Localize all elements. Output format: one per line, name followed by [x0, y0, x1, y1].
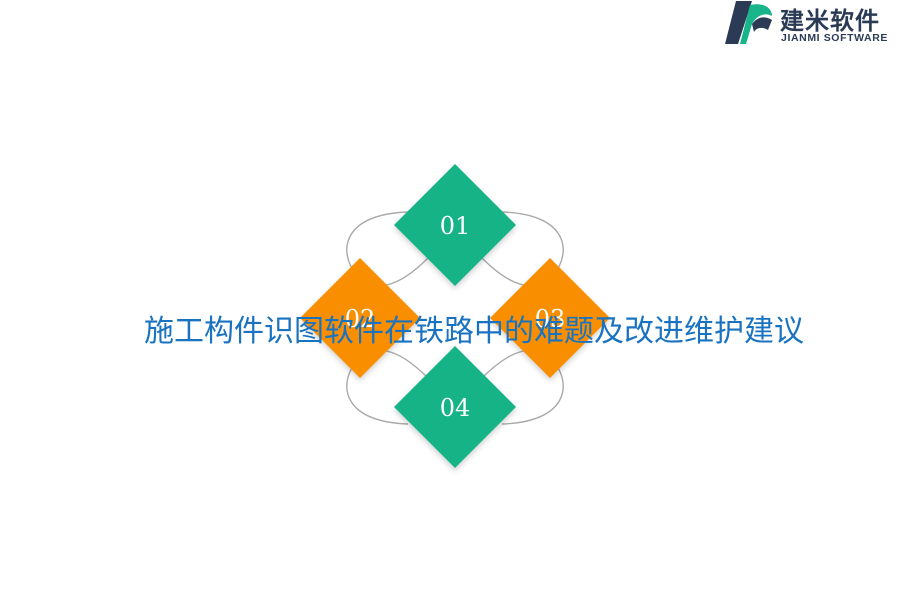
diamond-02-label: 02: [345, 305, 376, 333]
logo-english-name: JIANMI SOFTWARE: [781, 32, 889, 44]
diamond-01: 01: [394, 164, 516, 286]
page-title: 施工构件识图软件在铁路中的难题及改进维护建议: [144, 314, 804, 349]
logo-chinese-name: 建米软件: [780, 7, 880, 35]
brand-logo: 建米软件 JIANMI SOFTWARE: [724, 0, 900, 48]
diamond-01-label: 01: [440, 212, 471, 240]
diamond-02: 02: [300, 258, 420, 378]
diamond-04-label: 04: [440, 394, 471, 422]
diamond-03: 03: [490, 258, 610, 378]
diamond-03-label: 03: [535, 305, 566, 333]
jianmi-logo-icon: [725, 1, 772, 45]
diamond-04: 04: [394, 346, 516, 468]
